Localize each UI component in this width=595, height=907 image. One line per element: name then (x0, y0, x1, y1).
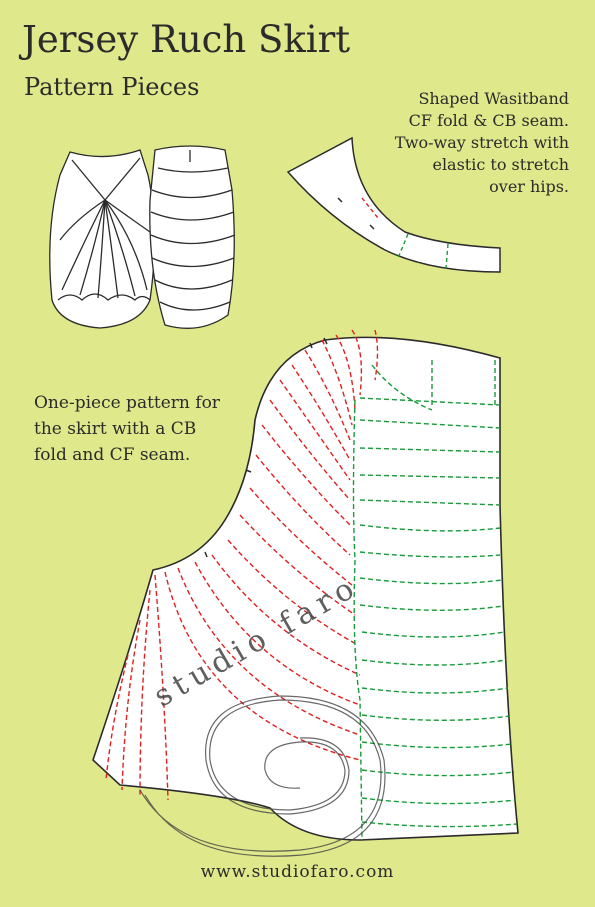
waistband-outline (286, 136, 501, 273)
skirt-note: One-piece pattern for the skirt with a C… (34, 390, 274, 468)
skirt-note-line: the skirt with a CB (34, 419, 197, 439)
skirt-note-line: fold and CF seam. (34, 445, 191, 465)
waistband-note-line: CF fold & CB seam. (408, 111, 569, 130)
red-dashed-lines (105, 329, 379, 801)
page-subtitle: Pattern Pieces (24, 73, 200, 101)
skirt-outline (92, 336, 519, 841)
skirt-front-drawing (49, 149, 156, 329)
waistband-note-line: Shaped Wasitband (418, 89, 569, 108)
waistband-note-line: Two-way stretch with (394, 133, 569, 152)
green-dashed-lines (352, 360, 518, 841)
page-title: Jersey Ruch Skirt (22, 18, 351, 61)
waistband-red-line (361, 197, 379, 219)
website-link[interactable]: www.studiofaro.com (200, 862, 395, 882)
skirt-note-line: One-piece pattern for (34, 393, 220, 413)
waistband-note-line: elastic to stretch (432, 155, 569, 174)
waistband-note-line: over hips. (489, 177, 569, 196)
waistband-note: Shaped Wasitband CF fold & CB seam. Two-… (329, 88, 569, 198)
skirt-back-drawing (149, 145, 236, 329)
waistband-green-line-1 (397, 233, 409, 259)
